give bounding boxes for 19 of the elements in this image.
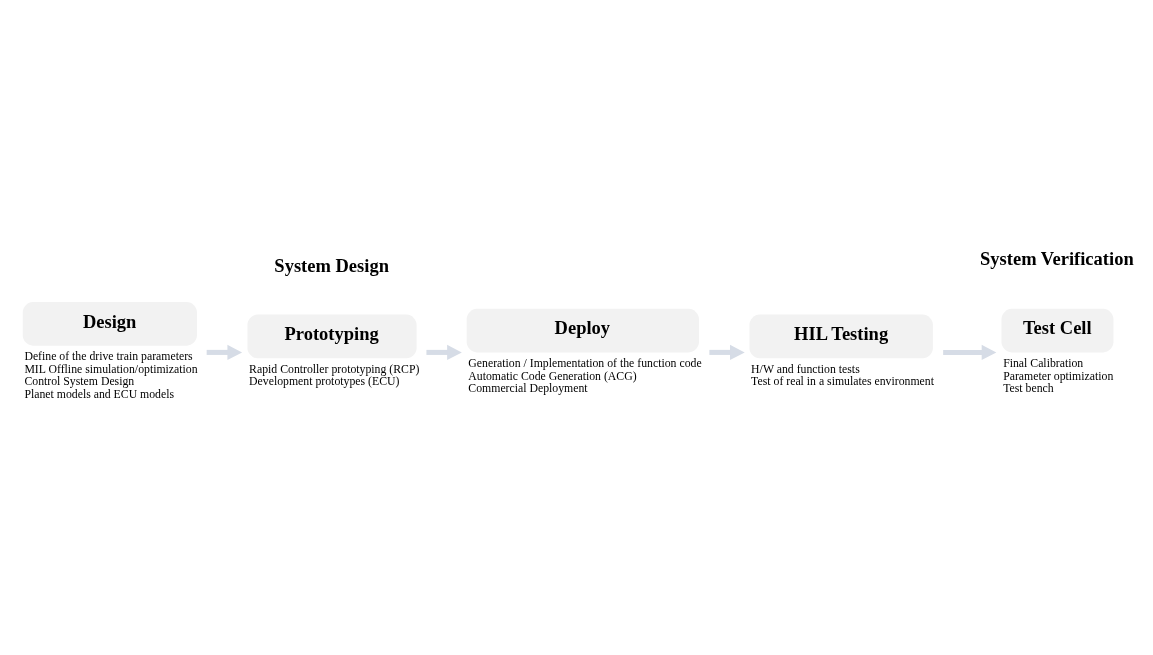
node-label: Generation / Implementation of the function code — [468, 356, 702, 370]
arrow — [206, 344, 243, 360]
node-label: Control System Design — [24, 374, 135, 388]
node-label: Define of the drive train parameters — [24, 349, 193, 363]
node-label: Commercial Deployment — [468, 381, 588, 395]
arrow — [426, 344, 462, 360]
node-label: H/W and function tests — [751, 362, 860, 376]
node-label: Planet models and ECU models — [24, 387, 175, 401]
node-label: Test of real in a simulates environment — [751, 374, 934, 388]
node-label: MIL Offline simulation/optimization — [24, 362, 198, 376]
label: System Verification — [980, 248, 1134, 269]
node-label: Test bench — [1003, 381, 1054, 395]
arrow — [943, 344, 997, 360]
node-label: Automatic Code Generation (ACG) — [468, 369, 637, 382]
node-label: Parameter optimization — [1003, 369, 1114, 382]
node-label: Rapid Controller prototyping (RCP) — [249, 362, 420, 376]
node-label: Final Calibration — [1003, 356, 1084, 370]
arrow — [709, 344, 745, 360]
label: System Design — [274, 255, 389, 276]
